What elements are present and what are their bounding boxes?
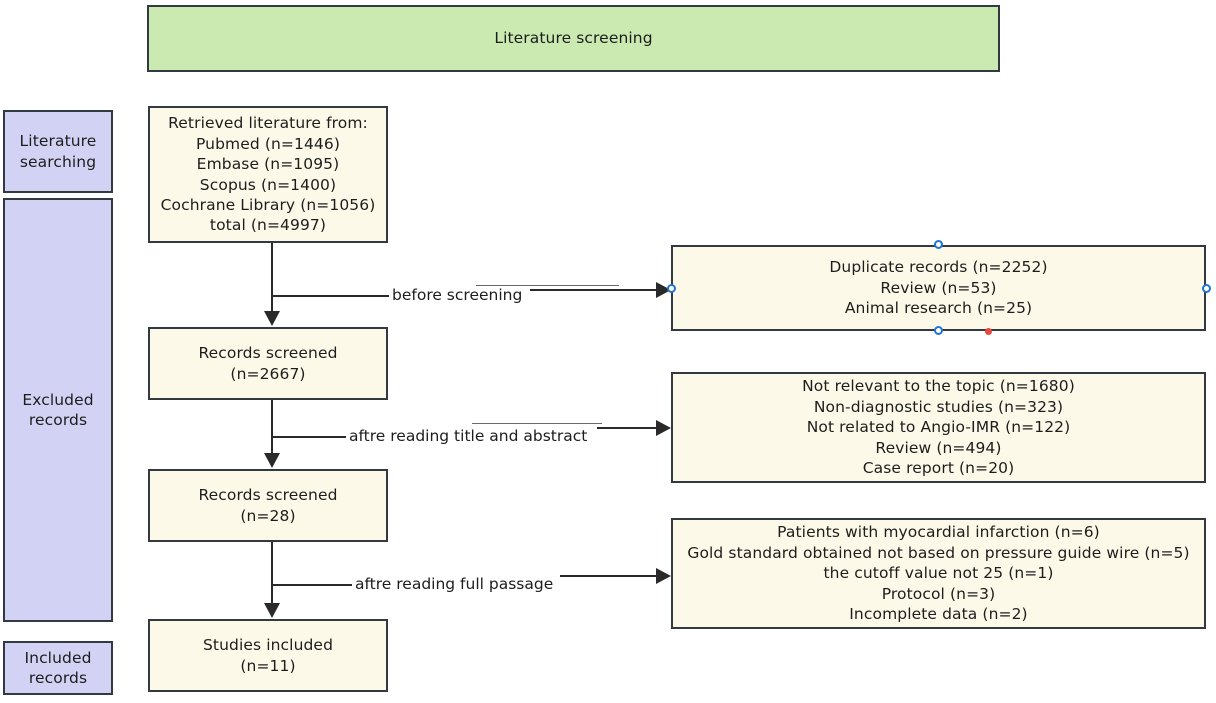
exclusion-node-title-abstract-text: Not relevant to the topic (n=1680) Non-d…: [802, 377, 1075, 478]
connector-to-exclusions-full-passage-left[interactable]: [271, 584, 352, 586]
arrowhead-retrieved-to-screened2667: [264, 311, 280, 326]
connector-to-exclusions-before-screening-stub: [476, 285, 619, 286]
selection-handle-right-middle[interactable]: [1202, 284, 1211, 293]
exclusion-node-before-screening[interactable]: Duplicate records (n=2252) Review (n=53)…: [671, 245, 1206, 331]
edge-label-full-passage-text: aftre reading full passage: [355, 575, 554, 593]
connector-to-exclusions-full-passage-right[interactable]: [560, 575, 659, 577]
connector-to-exclusions-before-screening-right[interactable]: [530, 289, 658, 291]
connector-to-exclusions-title-abstract-left[interactable]: [271, 436, 346, 438]
connector-screened28-to-included11[interactable]: [271, 542, 273, 604]
edge-label-full-passage[interactable]: aftre reading full passage: [352, 575, 557, 594]
connector-to-exclusions-before-screening-left[interactable]: [271, 295, 389, 297]
connector-retrieved-to-screened2667[interactable]: [271, 243, 273, 312]
selection-handle-left-middle[interactable]: [667, 284, 676, 293]
stage-label-literature-searching-text: Literature searching: [19, 132, 97, 171]
flow-node-retrieved-literature[interactable]: Retrieved literature from: Pubmed (n=144…: [148, 106, 388, 243]
arrowhead-to-exclusions-full-passage: [656, 568, 671, 584]
flow-node-studies-included-11[interactable]: Studies included (n=11): [148, 619, 388, 692]
exclusion-node-full-passage[interactable]: Patients with myocardial infarction (n=6…: [671, 518, 1206, 629]
edge-label-title-abstract[interactable]: aftre reading title and abstract: [346, 427, 591, 446]
stage-label-included-records[interactable]: Included records: [3, 641, 113, 695]
flow-node-retrieved-literature-text: Retrieved literature from: Pubmed (n=144…: [160, 114, 376, 235]
selection-handle-top-center[interactable]: [934, 240, 943, 249]
edge-label-before-screening-text: before screening: [392, 286, 523, 304]
flow-node-records-screened-28[interactable]: Records screened (n=28): [148, 469, 388, 542]
selection-handle-bottom-center[interactable]: [934, 326, 943, 335]
flow-node-records-screened-28-text: Records screened (n=28): [198, 486, 338, 525]
edge-label-title-abstract-text: aftre reading title and abstract: [349, 427, 588, 445]
stage-label-excluded-records-text: Excluded records: [22, 390, 94, 429]
connector-screened2667-to-screened28[interactable]: [271, 400, 273, 454]
stage-label-excluded-records[interactable]: Excluded records: [3, 198, 113, 622]
connector-to-exclusions-title-abstract-right[interactable]: [597, 427, 659, 429]
diagram-header-label: Literature screening: [494, 29, 653, 48]
exclusion-node-title-abstract[interactable]: Not relevant to the topic (n=1680) Non-d…: [671, 372, 1206, 483]
flow-node-records-screened-2667-text: Records screened (n=2667): [198, 344, 338, 383]
flow-node-studies-included-11-text: Studies included (n=11): [202, 636, 334, 675]
exclusion-node-before-screening-text: Duplicate records (n=2252) Review (n=53)…: [829, 258, 1048, 318]
exclusion-node-full-passage-text: Patients with myocardial infarction (n=6…: [687, 523, 1190, 624]
arrowhead-screened28-to-included11: [264, 603, 280, 618]
connector-to-exclusions-title-abstract-stub: [472, 423, 602, 424]
diagram-header-literature-screening[interactable]: Literature screening: [147, 5, 1000, 72]
selection-marker-dot[interactable]: [985, 328, 992, 335]
arrowhead-to-exclusions-title-abstract: [656, 420, 671, 436]
arrowhead-screened2667-to-screened28: [264, 453, 280, 468]
stage-label-included-records-text: Included records: [24, 648, 92, 687]
edge-label-before-screening[interactable]: before screening: [389, 286, 526, 305]
flow-node-records-screened-2667[interactable]: Records screened (n=2667): [148, 327, 388, 400]
stage-label-literature-searching[interactable]: Literature searching: [3, 110, 113, 193]
